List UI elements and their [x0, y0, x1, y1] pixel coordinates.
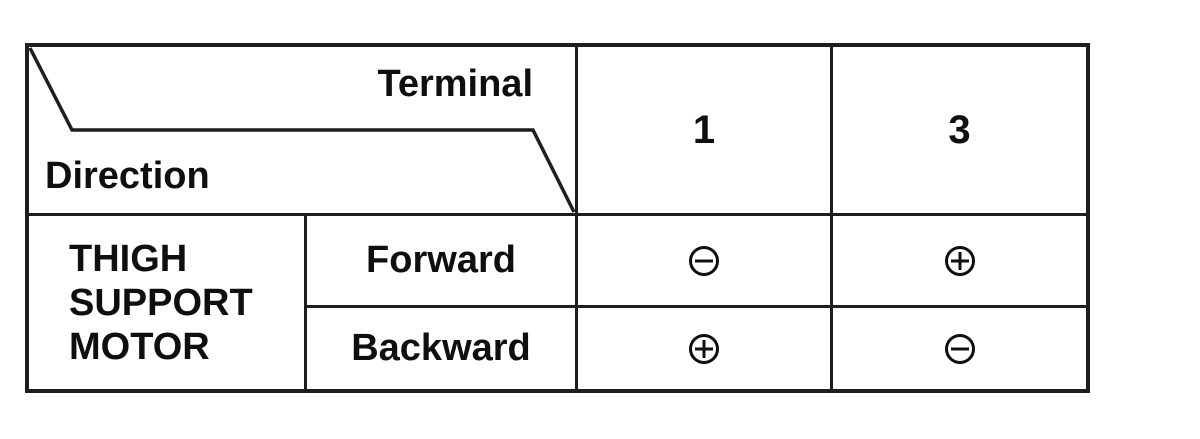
cell-backward-terminal-1 — [578, 308, 833, 389]
diagonal-divider — [29, 47, 575, 213]
thigh-support-motor-polarity-table: Terminal Direction 1 3 THIGH SUPPORT MOT… — [25, 43, 1090, 393]
cell-forward-terminal-3 — [833, 216, 1086, 308]
direction-cell-forward: Forward — [307, 216, 578, 308]
circled-plus-icon — [689, 333, 719, 364]
direction-cell-backward: Backward — [307, 308, 578, 389]
terminal-3-column-header: 3 — [833, 47, 1086, 216]
terminal-header-label: Terminal — [377, 63, 533, 105]
header-corner-cell: Terminal Direction — [29, 47, 578, 216]
cell-backward-terminal-3 — [833, 308, 1086, 389]
component-name-cell: THIGH SUPPORT MOTOR — [29, 216, 307, 389]
direction-header-label: Direction — [45, 155, 210, 198]
cell-forward-terminal-1 — [578, 216, 833, 308]
terminal-1-column-header: 1 — [578, 47, 833, 216]
circled-minus-icon — [689, 245, 719, 276]
circled-plus-icon — [944, 245, 975, 276]
circled-minus-icon — [944, 333, 975, 364]
